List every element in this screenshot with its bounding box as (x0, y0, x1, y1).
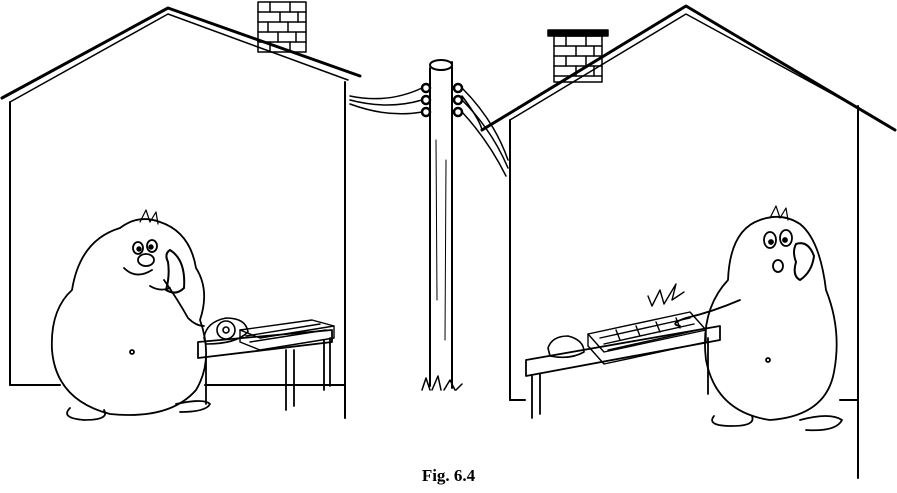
left-creature-eye-2 (147, 240, 157, 252)
telephone-wires (350, 88, 508, 176)
left-house-roof (2, 8, 360, 98)
right-chimney (548, 30, 608, 82)
left-creature-body (52, 219, 206, 415)
left-creature-eye-1 (133, 242, 143, 254)
grass-tuft (422, 376, 462, 390)
right-telephone (548, 336, 584, 357)
pole-insulators (422, 84, 462, 116)
left-chimney (258, 2, 306, 52)
right-creature-body (705, 217, 837, 420)
spark-lines (648, 284, 684, 306)
rotary-telephone (204, 318, 248, 344)
figure-caption: Fig. 6.4 (421, 466, 476, 485)
right-house-roof (482, 6, 895, 130)
right-creature-eye-2 (780, 230, 792, 246)
keypad-device (588, 284, 706, 364)
right-handset (794, 243, 814, 280)
right-house-roof-inner (510, 14, 858, 120)
right-creature-navel (766, 358, 770, 362)
left-creature (52, 210, 210, 420)
left-house-roof-inner (10, 14, 348, 102)
right-creature-mouth (773, 260, 783, 272)
right-creature-feet (712, 416, 842, 430)
left-creature-feet (67, 401, 210, 420)
left-books (240, 320, 334, 350)
right-creature-eye-1 (764, 232, 776, 248)
right-house (482, 6, 895, 478)
right-creature (675, 206, 842, 430)
left-creature-nose (138, 254, 154, 266)
right-creature-arm (675, 300, 740, 326)
left-house (2, 2, 360, 418)
telephone-pole (422, 60, 462, 390)
left-creature-mouth (124, 268, 152, 275)
left-creature-navel (130, 350, 134, 354)
